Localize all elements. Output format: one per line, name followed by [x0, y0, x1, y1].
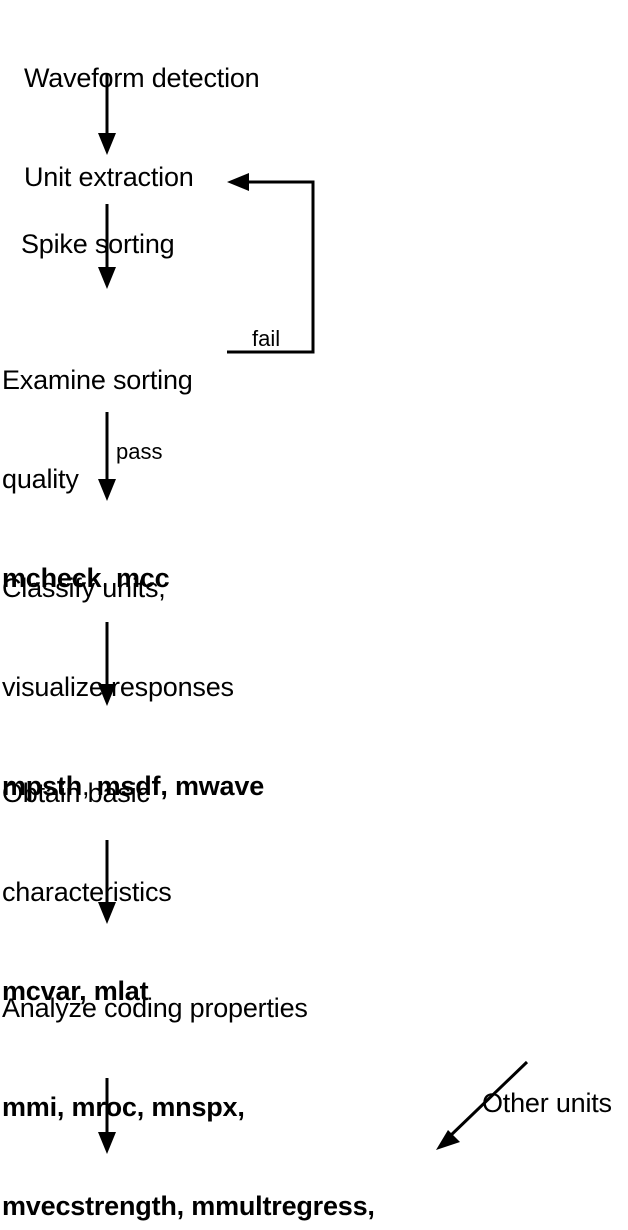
node-waveform-detection: Waveform detection Unit extraction [24, 0, 260, 260]
function-name: mpsth [2, 771, 83, 801]
node-functions: mcvar, mlat [2, 975, 172, 1008]
node-functions: mcheck, mcc [2, 562, 193, 595]
node-obtain-basic-characteristics: Obtain basic characteristics mcvar, mlat [2, 711, 172, 1074]
arrow-classify-to-obtain [98, 622, 116, 706]
node-line: Spike sorting [21, 229, 175, 259]
arrow-fail-loop [227, 173, 315, 354]
node-line: Analyze coding properties [2, 993, 308, 1023]
node-spike-sorting: Spike sorting [21, 162, 175, 327]
node-line: Examine sorting [2, 365, 193, 395]
function-name: mcheck [2, 563, 102, 593]
node-classify-units: Classify units, visualize responses mpst… [2, 506, 264, 869]
node-functions: mvecstrength, mmultregress, [2, 1191, 375, 1221]
arrow-other-units-to-perform [436, 1060, 529, 1150]
node-line: Waveform detection [24, 63, 260, 93]
node-line: quality [2, 464, 79, 494]
edge-label-fail: fail [252, 326, 281, 351]
node-line: Other units [482, 1088, 612, 1118]
edge-label-pass: pass [116, 439, 163, 464]
arrow-analyze-to-perform [98, 1078, 116, 1154]
node-other-units: Other units [482, 1021, 612, 1186]
node-line: Unit extraction [24, 162, 194, 192]
function-separator: , [101, 563, 116, 593]
function-separator: , [160, 771, 175, 801]
arrow-sorting-to-examine [98, 204, 116, 289]
node-perform-whole-sample-analysis: Perform whole-sample analysis mcluster, … [2, 1160, 372, 1230]
node-line: visualize responses [2, 672, 234, 702]
node-examine-sorting-quality: Examine sorting quality mcheck, mcc [2, 298, 193, 661]
function-separator: , [82, 771, 97, 801]
node-functions: mpsth, msdf, mwave [2, 770, 264, 803]
node-analyze-coding-properties: Analyze coding properties mmi, mroc, mns… [2, 926, 375, 1230]
arrow-pass-to-classify [98, 412, 116, 501]
function-name: mlat [93, 976, 149, 1006]
function-name: mwave [174, 771, 265, 801]
node-line: Classify units, [2, 573, 166, 603]
node-line: characteristics [2, 877, 172, 907]
function-separator: , [79, 976, 94, 1006]
node-line: Obtain basic [2, 778, 150, 808]
function-name: mcc [115, 563, 170, 593]
node-line: Perform whole-sample analysis [2, 1226, 372, 1230]
function-name: msdf [96, 771, 161, 801]
arrow-extraction-to-sorting [98, 73, 116, 155]
arrow-obtain-to-analyze [98, 840, 116, 924]
node-functions: mmi, mroc, mnspx, [2, 1092, 245, 1122]
function-name: mcvar [2, 976, 80, 1006]
